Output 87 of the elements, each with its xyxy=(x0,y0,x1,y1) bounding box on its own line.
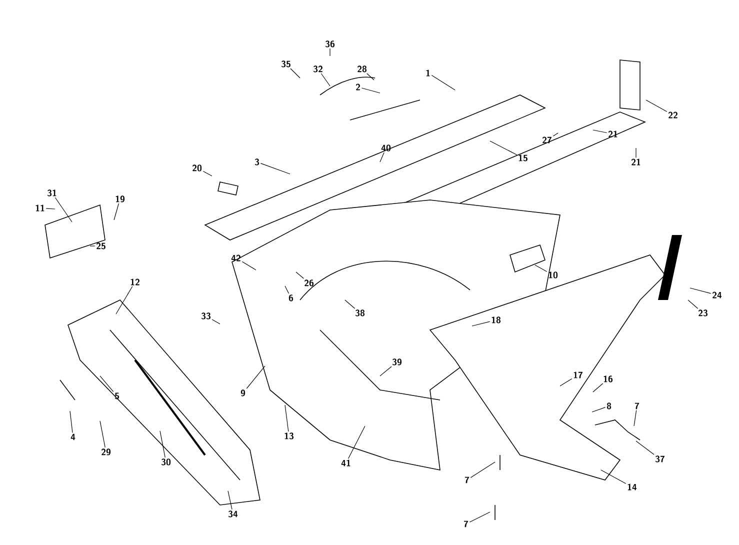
callout-number: 6 xyxy=(288,294,294,302)
callout-number: 36 xyxy=(325,40,335,48)
callout-number: 25 xyxy=(96,242,106,250)
leader-line xyxy=(688,300,698,309)
leader-line xyxy=(490,140,518,156)
leader-line xyxy=(690,288,712,294)
callout-number: 14 xyxy=(628,484,637,490)
callout-number: 29 xyxy=(101,448,111,456)
leader-line xyxy=(54,197,72,222)
leader-line xyxy=(284,404,289,432)
callout-number: 19 xyxy=(116,196,125,202)
leader-line xyxy=(202,170,212,176)
callout-number: 17 xyxy=(574,372,583,378)
callout-number: 24 xyxy=(712,292,722,298)
leader-line xyxy=(212,319,220,324)
leader-line xyxy=(100,376,114,392)
callout-number: 7 xyxy=(464,520,468,528)
callout-number: 11 xyxy=(36,204,44,212)
callout-number: 12 xyxy=(130,278,140,286)
callout-number: 33 xyxy=(201,312,211,320)
callout-number: 7 xyxy=(464,476,470,484)
leader-line xyxy=(100,420,106,448)
leader-line xyxy=(592,130,608,134)
callout-number: 16 xyxy=(604,376,613,382)
leader-line xyxy=(46,208,56,210)
leader-line xyxy=(634,410,637,426)
leader-line xyxy=(592,406,606,412)
callout-number: 20 xyxy=(192,164,202,172)
leader-line xyxy=(560,378,572,386)
leader-line xyxy=(646,100,668,112)
callout-number: 39 xyxy=(392,358,402,366)
leader-line xyxy=(242,261,256,270)
leader-line xyxy=(296,272,304,279)
callout-number: 1 xyxy=(426,70,430,76)
leader-line xyxy=(114,203,120,220)
leader-line xyxy=(534,264,548,272)
callout-number: 21 xyxy=(631,158,640,166)
callout-number: 30 xyxy=(161,458,171,466)
callout-number: 18 xyxy=(492,316,501,324)
leader-line xyxy=(361,88,380,94)
callout-number: 4 xyxy=(70,434,76,440)
callout-number: 23 xyxy=(698,310,708,316)
leader-line xyxy=(469,512,490,522)
callout-number: 9 xyxy=(240,390,246,396)
leader-line xyxy=(592,383,604,392)
leader-line xyxy=(470,462,496,478)
callout-number: 38 xyxy=(355,310,365,316)
leader-line xyxy=(284,286,290,294)
leader-line xyxy=(600,470,626,484)
leader-line xyxy=(348,426,366,459)
leader-line xyxy=(552,132,558,136)
leader-line xyxy=(70,410,73,433)
callout-number: 8 xyxy=(606,402,612,410)
callout-number: 37 xyxy=(655,456,665,462)
callout-number: 21 xyxy=(608,130,618,138)
callout-number: 31 xyxy=(47,190,56,196)
callout-number: 13 xyxy=(284,432,294,440)
callout-number: 7 xyxy=(634,402,640,410)
callout-number: 5 xyxy=(114,392,119,400)
callout-number: 27 xyxy=(542,136,552,144)
callout-number: 3 xyxy=(254,158,260,166)
leader-line xyxy=(366,73,374,80)
callout-number: 15 xyxy=(518,154,528,162)
callout-number: 34 xyxy=(228,510,238,518)
callout-number: 35 xyxy=(281,60,290,68)
callout-number: 26 xyxy=(304,280,314,286)
callout-number: 40 xyxy=(381,144,391,152)
callout-number: 2 xyxy=(356,84,360,90)
leader-line xyxy=(636,440,654,455)
leader-line xyxy=(160,430,166,458)
leader-line xyxy=(380,152,384,162)
callout-number: 22 xyxy=(668,112,678,118)
leader-line xyxy=(116,286,133,314)
callout-number: 42 xyxy=(231,254,240,262)
leader-line xyxy=(228,490,232,510)
callout-number: 10 xyxy=(548,272,558,278)
callout-number: 41 xyxy=(341,460,350,466)
leader-line xyxy=(344,300,356,309)
leader-line xyxy=(290,68,300,78)
leader-line xyxy=(260,163,290,174)
leader-line xyxy=(472,321,490,326)
callout-number: 28 xyxy=(357,66,367,72)
callout-number: 32 xyxy=(313,66,322,72)
leader-line xyxy=(380,366,392,376)
leader-line xyxy=(431,75,456,90)
leader-line xyxy=(320,73,330,86)
leader-line xyxy=(246,366,266,389)
